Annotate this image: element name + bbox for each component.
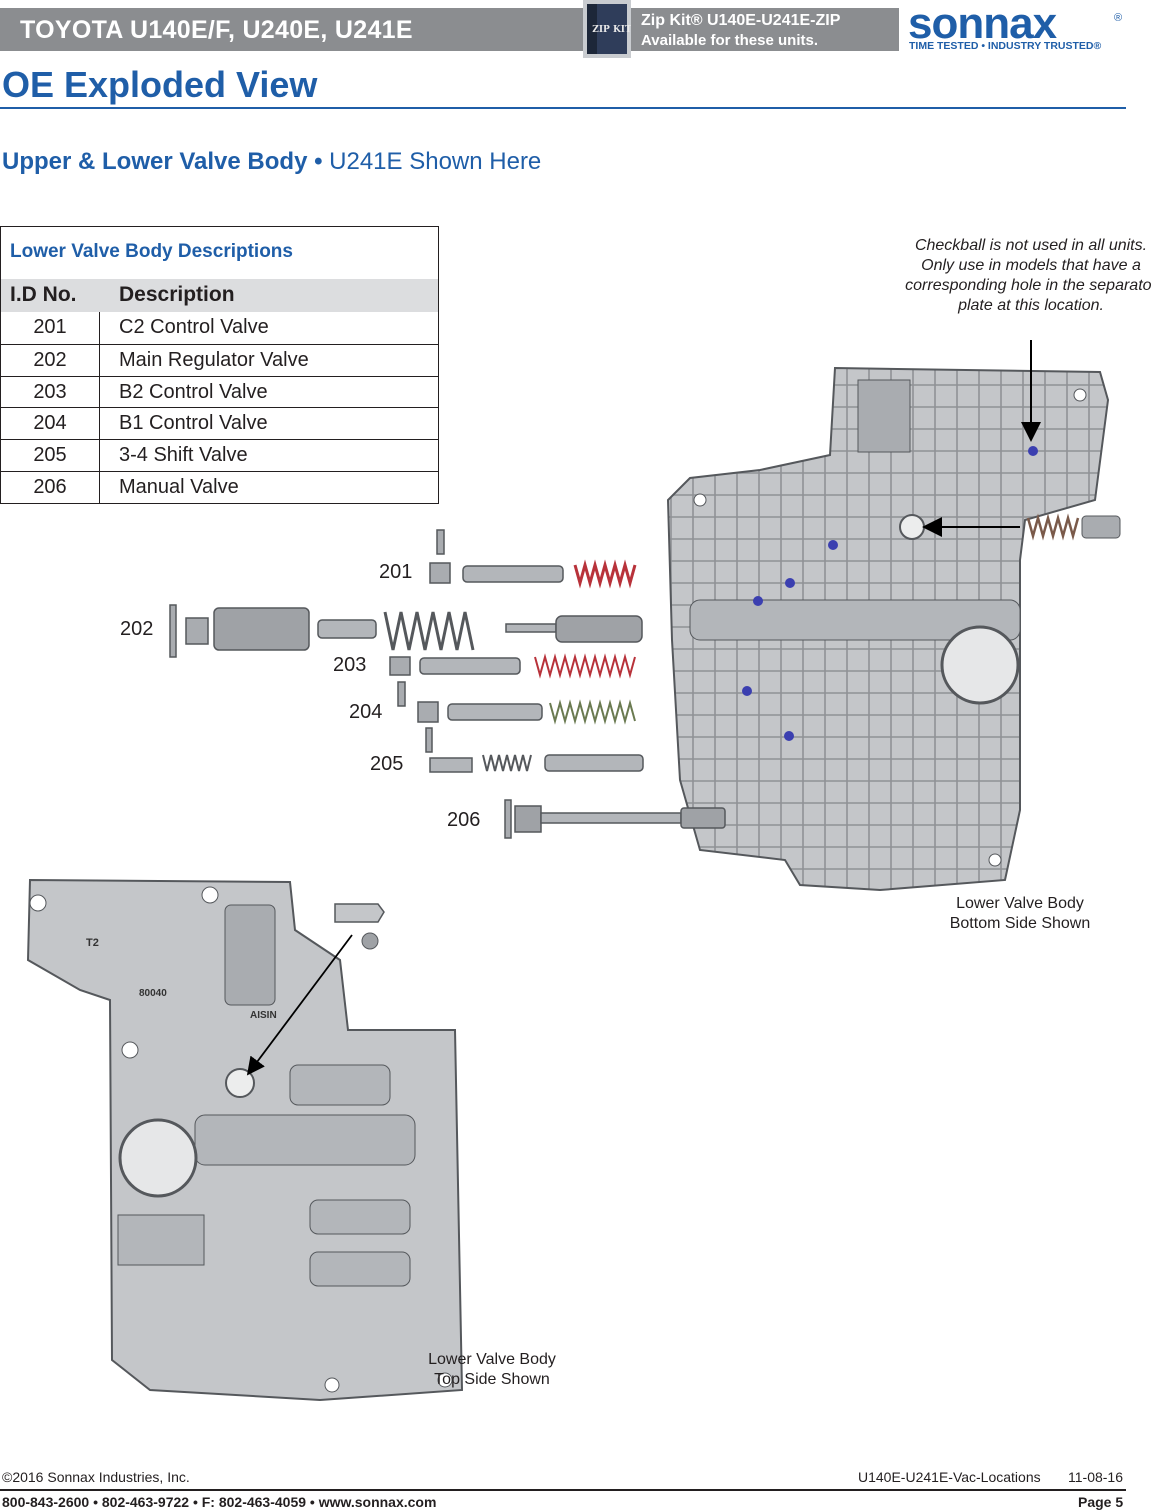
header-bar: TOYOTA U140E/F, U240E, U241E (0, 8, 583, 51)
callout-201: 201 (379, 561, 413, 583)
checkball-icon (361, 932, 379, 950)
table-header-id: I.D No. (10, 283, 77, 306)
zip-kit-badge-text: ZIP KIT (592, 25, 631, 35)
footer-page: Page 5 (1078, 1494, 1124, 1510)
checkball-icon (784, 731, 794, 741)
sonnax-logo: sonnax (908, 0, 1057, 48)
caption-line: Top Side Shown (434, 1371, 550, 1388)
zip-kit-bar: Zip Kit® U140E-U241E-ZIP Available for t… (631, 8, 899, 51)
callout-204: 204 (349, 701, 383, 723)
footer-date: 11-08-16 (1068, 1469, 1124, 1485)
table-header-row: I.D No. Description (1, 279, 438, 312)
zip-kit-badge: ZIP KIT (583, 0, 632, 58)
callout-206: 206 (447, 809, 481, 831)
table-row: 203 B2 Control Valve (1, 376, 438, 408)
footer-contact: 800-843-2600 • 802-463-9722 • F: 802-463… (2, 1494, 437, 1510)
section-title: Upper & Lower Valve Body • U241E Shown H… (2, 148, 541, 176)
row-description: Manual Valve (119, 476, 239, 498)
zip-kit-line1: Zip Kit® U140E-U241E-ZIP (641, 12, 841, 29)
row-id: 203 (1, 377, 100, 408)
caption-line: Lower Valve Body (428, 1351, 556, 1368)
zip-kit-line2: Available for these units. (641, 32, 818, 49)
table-header-description: Description (119, 283, 235, 306)
checkball-icon (828, 540, 838, 550)
footer-copyright: ©2016 Sonnax Industries, Inc. (2, 1469, 190, 1485)
section-title-light: U241E Shown Here (329, 148, 542, 175)
row-description: B2 Control Valve (119, 381, 268, 403)
checkball-icon (785, 578, 795, 588)
row-id: 206 (1, 472, 100, 503)
row-description: 3-4 Shift Valve (119, 444, 248, 466)
callout-203: 203 (333, 654, 367, 676)
row-description: B1 Control Valve (119, 412, 268, 434)
table-row: 202 Main Regulator Valve (1, 344, 438, 376)
checkball-icon (753, 596, 763, 606)
zip-kit-box-icon: ZIP KIT (587, 4, 632, 54)
row-id: 202 (1, 345, 100, 376)
valve-body-top-side: T2 80040 AISIN (26, 878, 464, 1402)
logo-tagline: TIME TESTED • INDUSTRY TRUSTED® (909, 40, 1102, 52)
valve-body-bottom-side (666, 366, 1110, 892)
row-id: 204 (1, 408, 100, 439)
section-title-bold: Upper & Lower Valve Body • (2, 148, 323, 175)
table-row: 206 Manual Valve (1, 471, 438, 503)
row-id: 201 (1, 312, 100, 344)
separator-plate-icon (334, 903, 385, 923)
page-title: OE Exploded View (2, 64, 318, 105)
footer-doc-id: U140E-U241E-Vac-Locations (858, 1469, 1041, 1485)
row-description: C2 Control Valve (119, 316, 269, 338)
body-mark-part-number: 80040 (139, 988, 167, 999)
checkball-note: Checkball is not used in all units. Only… (905, 237, 1151, 314)
row-id: 205 (1, 440, 100, 471)
table-row: 201 C2 Control Valve (1, 312, 438, 344)
table-row: 204 B1 Control Valve (1, 407, 438, 439)
callout-205: 205 (370, 753, 404, 775)
footer-divider (0, 1489, 1126, 1491)
checkball-icon (1028, 446, 1038, 456)
caption-line: Lower Valve Body (956, 895, 1084, 912)
title-divider (0, 107, 1126, 109)
caption-line: Bottom Side Shown (949, 915, 1091, 932)
row-description: Main Regulator Valve (119, 349, 309, 371)
body-mark-aisin: AISIN (250, 1010, 277, 1021)
table-caption: Lower Valve Body Descriptions (10, 241, 293, 262)
callout-202: 202 (120, 618, 154, 640)
caption-bottom-side: Lower Valve Body Bottom Side Shown (940, 894, 1100, 934)
header-title: TOYOTA U140E/F, U240E, U241E (20, 16, 413, 44)
caption-top-side: Lower Valve Body Top Side Shown (412, 1350, 572, 1390)
checkball-icon (742, 686, 752, 696)
table-row: 205 3-4 Shift Valve (1, 439, 438, 471)
logo-registered-mark: ® (1114, 12, 1123, 24)
valve-parts (169, 529, 726, 839)
descriptions-table: Lower Valve Body Descriptions I.D No. De… (0, 226, 439, 504)
body-mark-t2: T2 (86, 937, 99, 949)
checkball-arrow (246, 934, 353, 1076)
